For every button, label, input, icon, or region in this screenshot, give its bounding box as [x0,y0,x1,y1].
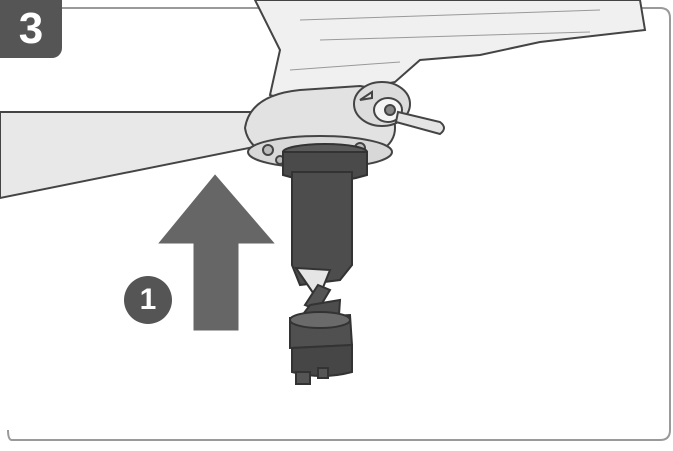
shaft-part [282,143,368,385]
step-number-badge: 3 [0,0,62,58]
callout-label-1: 1 [124,276,172,324]
arrow-up-icon [151,169,282,334]
step-number: 3 [18,4,44,53]
machine-housing [243,0,647,169]
callout-number-1 [124,276,172,324]
callout-label-text: 1 [139,283,157,316]
panel-frame [7,7,671,441]
locking-knob [353,81,445,136]
